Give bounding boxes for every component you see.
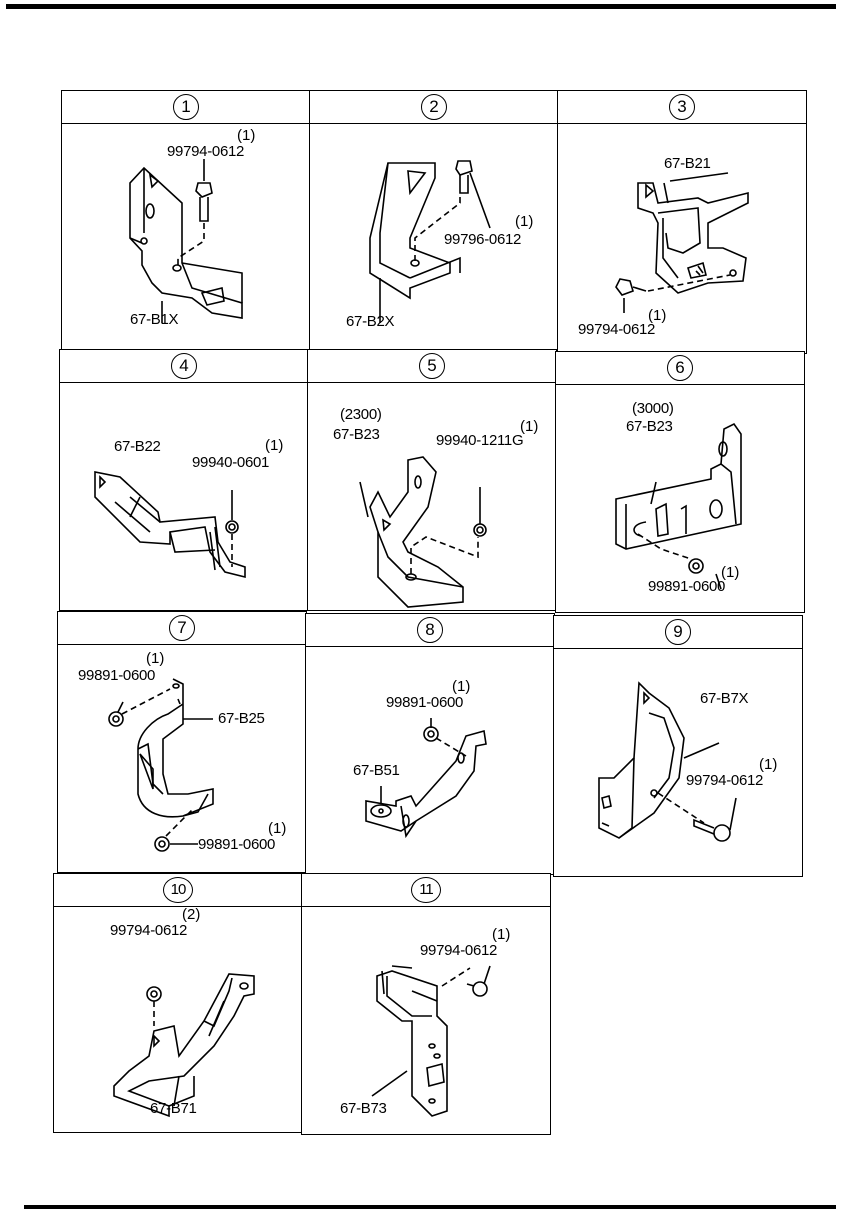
panel-7: 7 (1) 99891-0600 67-B25 (1) 99891-0600 xyxy=(57,611,307,873)
bracket-drawing xyxy=(369,160,491,323)
fastener-qty: (1) xyxy=(721,564,740,581)
fastener-qty: (1) xyxy=(237,127,256,144)
fastener-qty: (2) xyxy=(182,906,201,923)
panel-1-header: 1 xyxy=(62,91,310,124)
bracket-part-number: 67-B1X xyxy=(130,311,179,328)
panel-number: 5 xyxy=(419,353,445,379)
bracket-part-number: 67-B23 xyxy=(333,426,380,443)
panel-10: 10 (2) 99794-0612 67-B71 xyxy=(53,873,303,1133)
panel-8-header: 8 xyxy=(306,614,554,647)
bracket-drawing xyxy=(94,471,246,579)
bracket-drawing xyxy=(598,681,737,842)
fastener-qty: (1) xyxy=(515,213,534,230)
fastener-qty: (1) xyxy=(452,678,471,695)
panel-7-header: 7 xyxy=(58,612,306,645)
fastener-qty: (1) xyxy=(648,307,667,324)
bracket-part-number: 67-B25 xyxy=(218,710,265,727)
bottom-rule xyxy=(24,1205,836,1209)
panel-number: 11 xyxy=(411,877,441,903)
bracket-drawing xyxy=(108,678,214,852)
second-fastener-qty: (1) xyxy=(268,820,287,837)
bracket-drawing xyxy=(615,422,742,590)
bracket-drawing xyxy=(371,965,491,1117)
panel-5: 5 (2300) 67-B23 (1) 99940-1211G xyxy=(307,349,557,611)
panel-number: 4 xyxy=(171,353,197,379)
bracket-drawing xyxy=(615,172,749,313)
panel-4: 4 67-B22 (1) 99940-0601 xyxy=(59,349,309,611)
fastener-part-number: 99891-0600 xyxy=(386,694,464,711)
bracket-part-number: 67-B51 xyxy=(353,762,400,779)
panel-3-header: 3 xyxy=(558,91,806,124)
panel-6: 6 (3000) 67-B23 (1) 99891-0600 xyxy=(555,351,805,613)
panel-1: 1 (1) 99794-0612 67-B1X xyxy=(61,90,311,350)
panel-number: 6 xyxy=(667,355,693,381)
fastener-part-number: 99891-0600 xyxy=(78,667,156,684)
panel-9-header: 9 xyxy=(554,616,802,649)
bracket-drawing xyxy=(365,718,487,839)
panel-number: 2 xyxy=(421,94,447,120)
bracket-part-number: 67-B73 xyxy=(340,1100,387,1117)
fastener-qty: (1) xyxy=(265,437,284,454)
fastener-qty: (1) xyxy=(146,650,165,667)
fastener-part-number: 99891-0600 xyxy=(648,578,726,595)
panel-5-header: 5 xyxy=(308,350,556,383)
panel-8: 8 (1) 99891-0600 67-B51 xyxy=(305,613,555,875)
panel-9: 9 67-B7X (1) 99794-0612 xyxy=(553,615,803,877)
bracket-drawing xyxy=(129,159,243,323)
fastener-qty: (1) xyxy=(759,756,778,773)
panel-number: 3 xyxy=(669,94,695,120)
bracket-variant: (3000) xyxy=(632,400,674,417)
bracket-part-number: 67-B22 xyxy=(114,438,161,455)
panel-3: 3 67-B21 (1) 99794-0612 xyxy=(557,90,807,354)
fastener-part-number: 99794-0612 xyxy=(167,143,245,160)
fastener-qty: (1) xyxy=(520,418,539,435)
panel-number: 10 xyxy=(163,877,193,903)
panel-number: 7 xyxy=(169,615,195,641)
panel-11-header: 11 xyxy=(302,874,550,907)
panel-number: 8 xyxy=(417,617,443,643)
fastener-part-number: 99794-0612 xyxy=(578,321,656,338)
panel-11: 11 (1) 99794-0612 67-B73 xyxy=(301,873,551,1135)
second-fastener-part-number: 99891-0600 xyxy=(198,836,276,853)
panel-4-header: 4 xyxy=(60,350,308,383)
panel-6-header: 6 xyxy=(556,352,804,385)
fastener-qty: (1) xyxy=(492,926,511,943)
fastener-part-number: 99940-0601 xyxy=(192,454,270,471)
fastener-part-number: 99794-0612 xyxy=(420,942,498,959)
fastener-part-number: 99940-1211G xyxy=(436,432,524,449)
top-rule xyxy=(6,4,836,9)
bracket-part-number: 67-B23 xyxy=(626,418,673,435)
panel-2-header: 2 xyxy=(310,91,558,124)
fastener-part-number: 99794-0612 xyxy=(110,922,188,939)
bracket-part-number: 67-B7X xyxy=(700,690,749,707)
bracket-variant: (2300) xyxy=(340,406,382,423)
panel-10-header: 10 xyxy=(54,874,302,907)
panel-number: 1 xyxy=(173,94,199,120)
bracket-drawing xyxy=(359,456,487,608)
fastener-part-number: 99794-0612 xyxy=(686,772,764,789)
bracket-part-number: 67-B2X xyxy=(346,313,395,330)
bracket-drawing xyxy=(113,973,255,1118)
panel-2: 2 (1) 99796-0612 67-B2X xyxy=(309,90,559,350)
fastener-part-number: 99796-0612 xyxy=(444,231,522,248)
bracket-part-number: 67-B21 xyxy=(664,155,711,172)
panel-number: 9 xyxy=(665,619,691,645)
